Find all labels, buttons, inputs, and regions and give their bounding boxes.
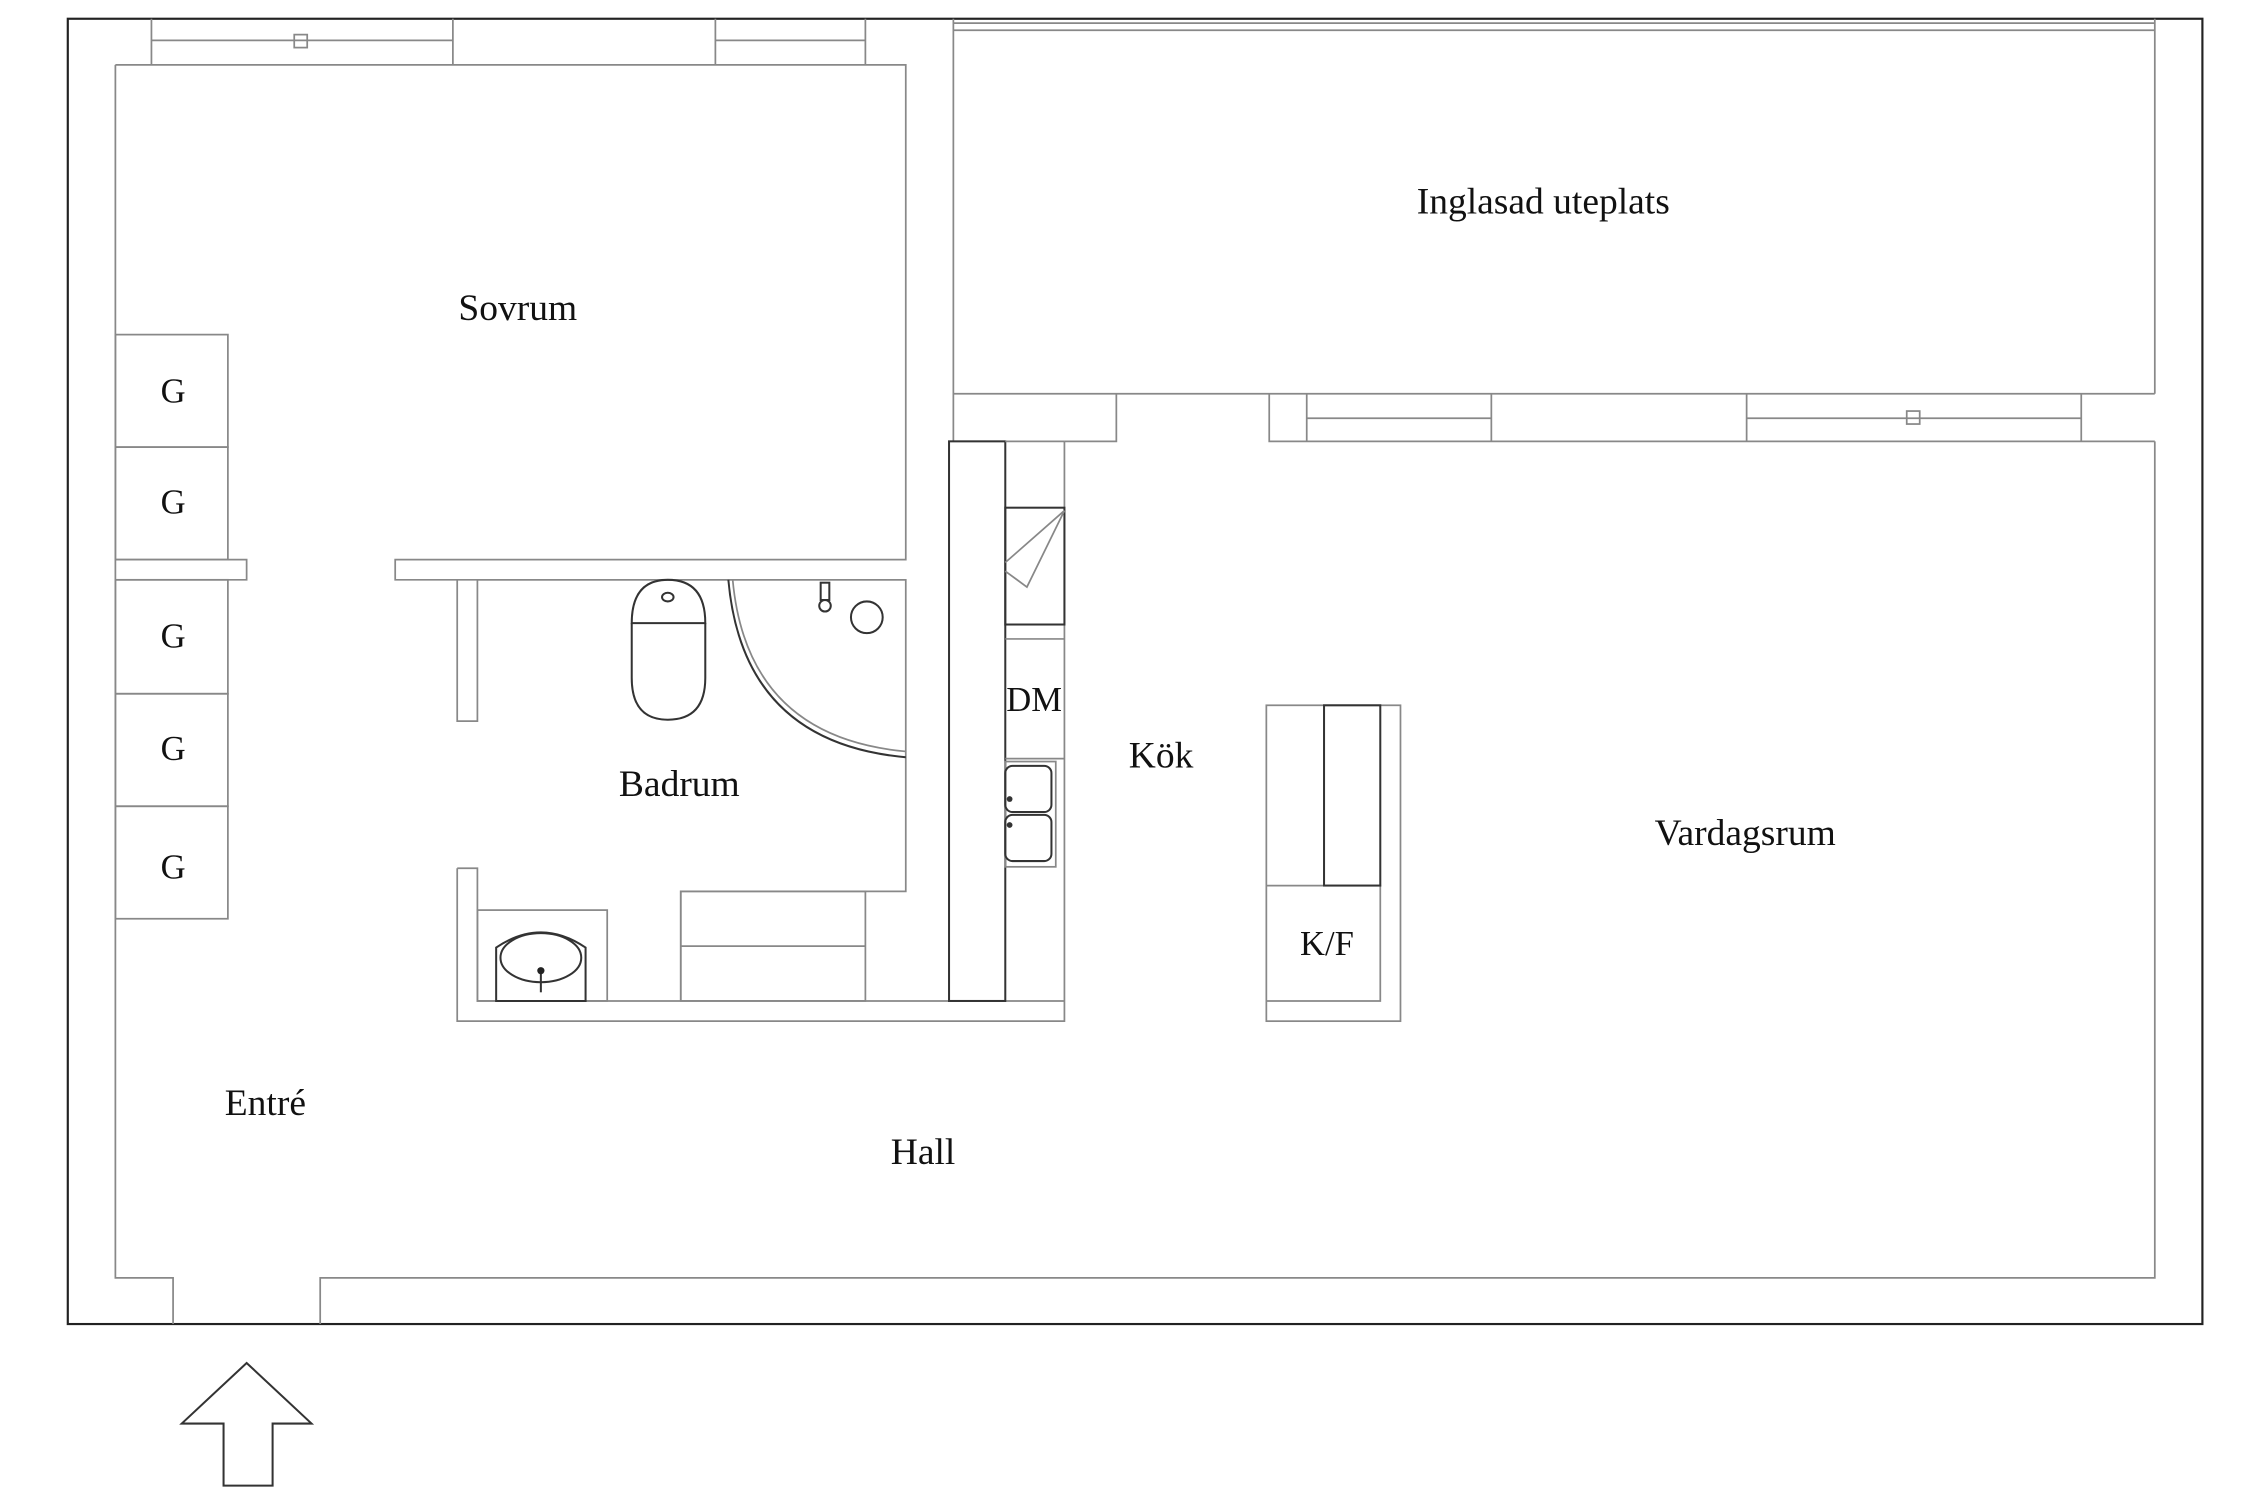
toilet-icon bbox=[630, 578, 707, 721]
room-label-inglasad-uteplats: Inglasad uteplats bbox=[1417, 181, 1670, 222]
shower-icon bbox=[727, 579, 906, 759]
washbasin-icon bbox=[476, 909, 609, 1002]
room-label-entre: Entré bbox=[225, 1083, 306, 1124]
living-window-wall bbox=[952, 393, 2155, 443]
fridge-freezer-label: K/F bbox=[1300, 925, 1354, 963]
room-label-vardagsrum: Vardagsrum bbox=[1655, 813, 1836, 854]
stove-icon bbox=[1004, 506, 1066, 626]
room-label-sovrum: Sovrum bbox=[458, 288, 577, 329]
kitchen-counter: DM Kök bbox=[948, 440, 1194, 1002]
dishwasher-label: DM bbox=[1006, 681, 1062, 719]
sovrum-window bbox=[150, 18, 867, 65]
fridge-freezer: K/F bbox=[1265, 704, 1402, 1023]
room-label-badrum: Badrum bbox=[619, 764, 740, 805]
wardrobes: G G G G G bbox=[114, 333, 229, 920]
outer-wall bbox=[66, 17, 2204, 1326]
room-badrum: Badrum bbox=[456, 441, 1066, 1023]
arrow-up-icon bbox=[179, 1361, 315, 1487]
room-label-hall: Hall bbox=[891, 1132, 956, 1173]
double-sink-icon bbox=[1004, 760, 1057, 868]
wardrobe-label: G bbox=[161, 618, 186, 656]
wardrobe-label: G bbox=[161, 372, 186, 410]
room-inglasad-uteplats: Inglasad uteplats bbox=[952, 18, 2155, 395]
wardrobe-label: G bbox=[161, 730, 186, 768]
room-sovrum: Sovrum bbox=[115, 64, 907, 581]
room-label-kok: Kök bbox=[1129, 735, 1194, 776]
wardrobe-label: G bbox=[161, 848, 186, 886]
wardrobe-label: G bbox=[161, 483, 186, 521]
